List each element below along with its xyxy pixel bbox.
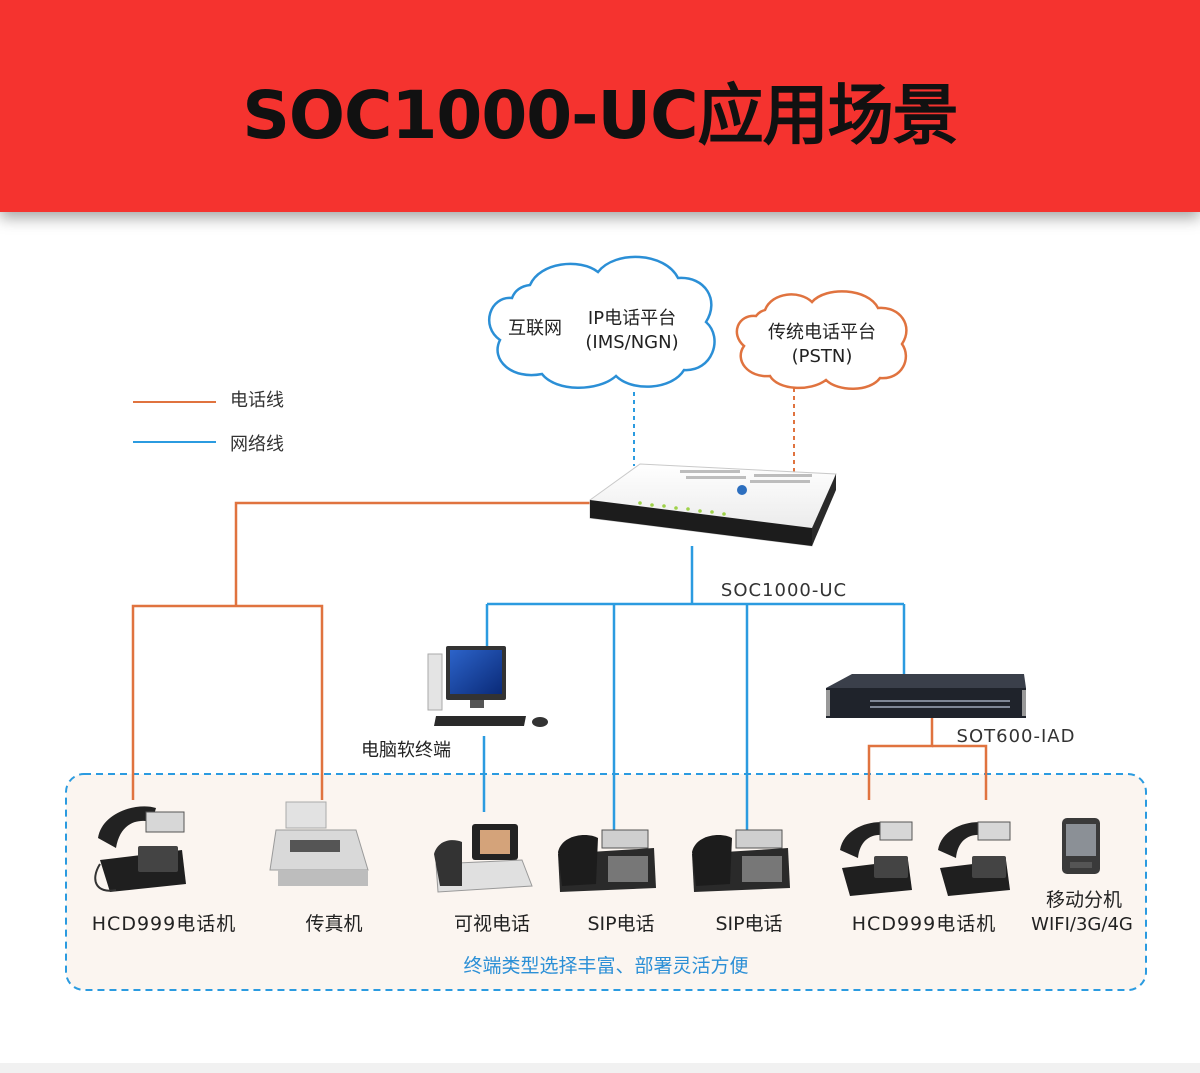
internet-label: 互联网 — [508, 318, 562, 339]
terminal-label-sip-1: SIP电话 — [587, 913, 654, 935]
terminal-label-mobile: 移动分机 — [1046, 889, 1122, 911]
terminal-fax — [269, 801, 369, 886]
terminal-hcd999-2 — [840, 821, 913, 896]
legend: 电话线 网络线 — [133, 390, 284, 455]
gateway-label: SOC1000-UC — [721, 580, 847, 601]
terminal-label-fax: 传真机 — [305, 913, 362, 935]
terminal-label-sip-2: SIP电话 — [715, 913, 782, 935]
terminal-mobile — [1062, 818, 1100, 874]
pstn-cloud: 传统电话平台 (PSTN) — [735, 290, 908, 390]
iad-label: SOT600-IAD — [957, 726, 1076, 747]
pc-device — [427, 646, 548, 727]
terminal-hcd999-1 — [94, 806, 186, 892]
terminal-sip-phone-2 — [692, 829, 790, 892]
iad-device — [826, 674, 1026, 718]
ip-platform-label: IP电话平台 — [588, 308, 676, 329]
phone-lines — [131, 501, 988, 800]
internet-cloud: 互联网 IP电话平台 (IMS/NGN) — [488, 255, 716, 389]
title-banner: SOC1000-UC应用场景 — [0, 0, 1200, 212]
pc-label: 电脑软终端 — [361, 740, 451, 761]
bottom-strip — [0, 1063, 1200, 1073]
terminal-sublabel-mobile: WIFI/3G/4G — [1031, 914, 1133, 935]
ims-ngn-label: (IMS/NGN) — [585, 332, 678, 353]
terminal-label-hcd999-1: HCD999电话机 — [92, 913, 236, 935]
terminal-video-phone — [434, 824, 533, 893]
terminal-label-video-phone: 可视电话 — [454, 913, 530, 935]
terminal-hcd999-3 — [938, 821, 1011, 896]
legend-network-line-label: 网络线 — [230, 434, 284, 455]
terminal-label-hcd999-2: HCD999电话机 — [852, 913, 996, 935]
terminal-sip-phone-1 — [558, 829, 656, 892]
network-lines — [482, 546, 906, 830]
gateway-device — [589, 463, 837, 547]
pstn-platform-label: 传统电话平台 — [768, 322, 876, 343]
pstn-label: (PSTN) — [792, 346, 853, 367]
page-title: SOC1000-UC应用场景 — [242, 77, 958, 154]
terminal-area-caption: 终端类型选择丰富、部署灵活方便 — [463, 955, 748, 977]
legend-phone-line-label: 电话线 — [230, 390, 284, 411]
